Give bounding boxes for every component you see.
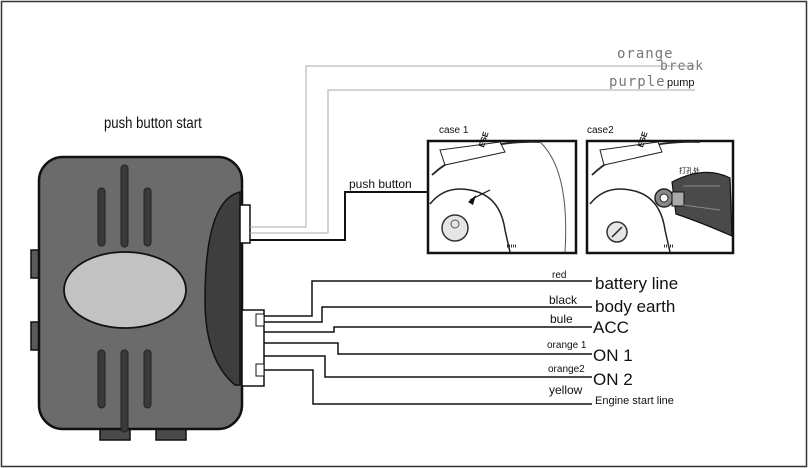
case1-panel	[426, 139, 578, 255]
wire-push-button	[250, 191, 432, 241]
wire-function-label: ACC	[593, 318, 629, 337]
push-button-wire-label: push button	[349, 177, 412, 191]
top-wires	[250, 65, 695, 234]
control-module	[30, 155, 265, 441]
top-wire-color-label: purple	[609, 74, 666, 90]
drill-location-label: 打孔处	[679, 168, 700, 175]
module-window	[63, 251, 187, 329]
wire-purple-pump	[250, 89, 695, 234]
top-wire-color-label: orange	[617, 46, 674, 62]
wire-orange-break	[250, 65, 695, 228]
diagram-title: push button start	[104, 115, 202, 132]
wire-black	[264, 306, 592, 323]
lower-wires	[264, 280, 592, 405]
wire-color-label: black	[549, 293, 578, 307]
case2-panel	[585, 139, 735, 255]
wire-orange2	[264, 355, 592, 378]
wire-function-label: body earth	[595, 297, 676, 316]
top-wire-function-label: pump	[667, 77, 695, 89]
wire-color-label: bule	[550, 312, 573, 326]
wire-function-label: battery line	[595, 274, 679, 293]
wire-function-label: Engine start line	[595, 395, 674, 407]
wire-bule	[264, 326, 592, 333]
wire-function-label: ON 2	[593, 370, 633, 389]
wire-color-label: yellow	[549, 383, 583, 397]
case2-label: case2	[587, 125, 614, 136]
drill-icon	[671, 171, 733, 237]
case1-label: case 1	[439, 125, 469, 136]
wire-color-label: orange 1	[547, 340, 587, 351]
wire-orange1	[264, 342, 592, 355]
wire-color-label: red	[552, 270, 567, 281]
wire-function-label: ON 1	[593, 346, 633, 365]
wire-red	[264, 280, 592, 317]
wire-color-label: orange2	[548, 364, 585, 375]
top-wire-function-label: break	[660, 59, 705, 74]
wire-yellow	[264, 369, 592, 405]
